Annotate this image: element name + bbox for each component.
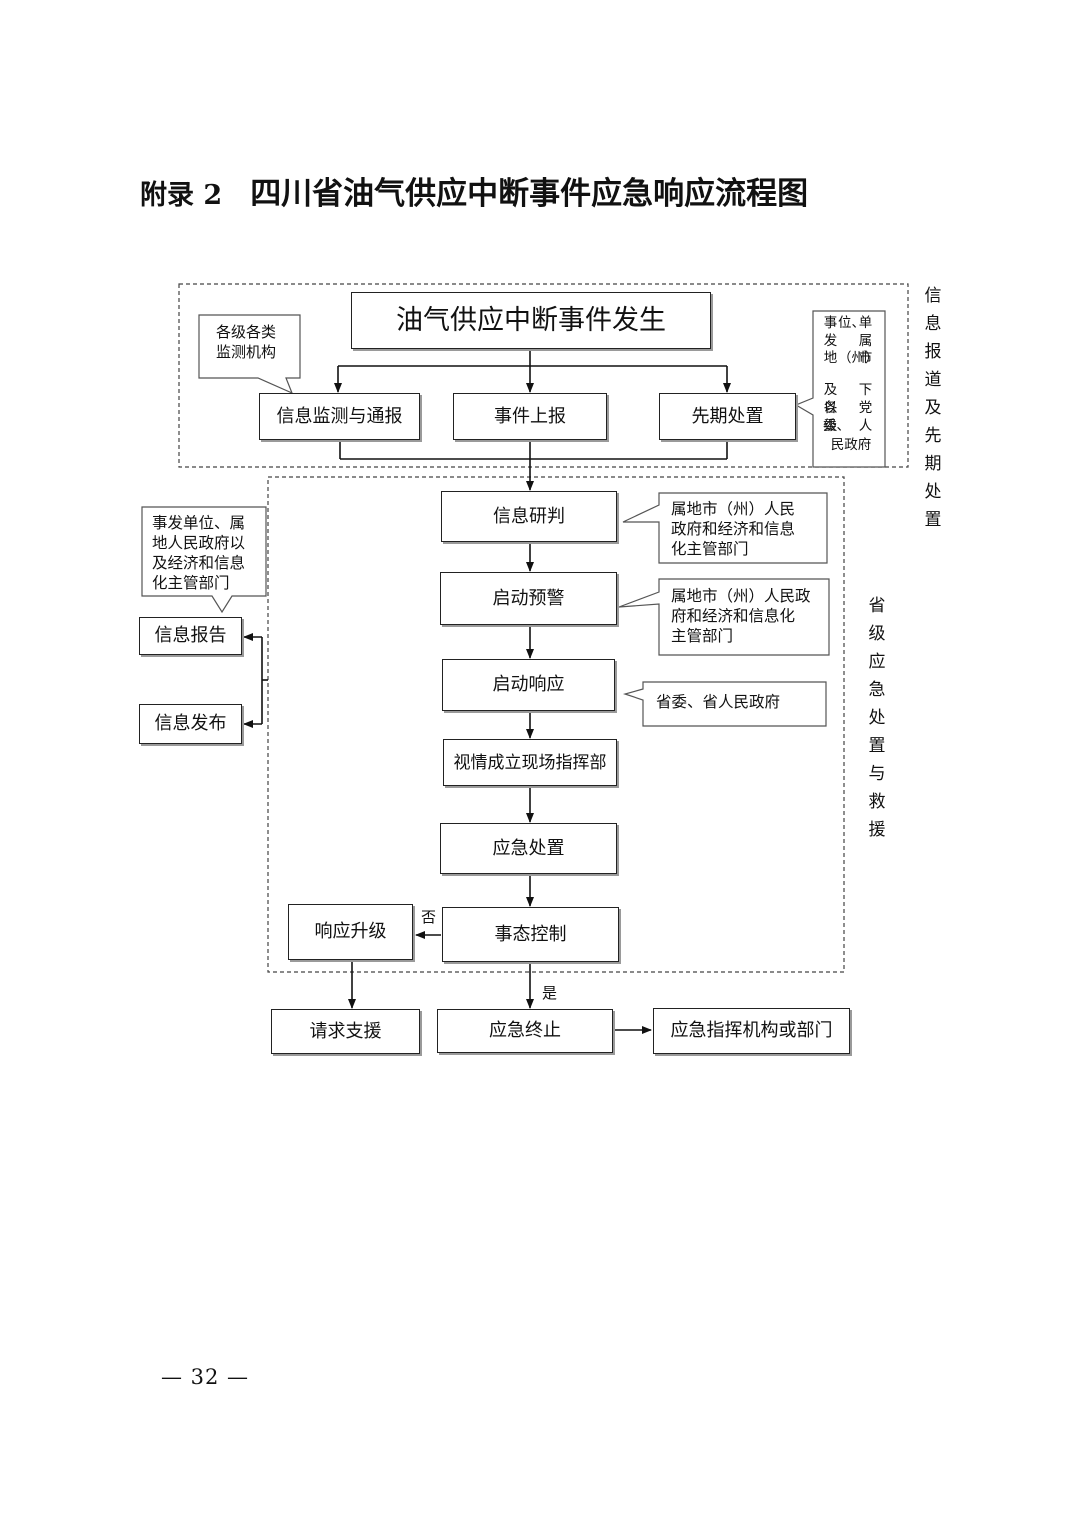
- right-note-callout: [794, 310, 886, 468]
- escalate-box: 响应升级: [288, 904, 413, 960]
- section1-frame: [178, 283, 909, 468]
- request-support-box: 请求支援: [271, 1009, 420, 1054]
- page-title: 附录 2 四川省油气供应中断事件应急响应流程图: [140, 168, 960, 218]
- step-initial-handling: 先期处置: [659, 393, 796, 440]
- judge-callout: [622, 492, 828, 564]
- step-start-warning: 启动预警: [440, 572, 617, 625]
- left-bracket-arrows: [243, 633, 268, 728]
- main-chain-arrows: [348, 542, 652, 1034]
- merge-connector: [339, 440, 728, 491]
- judge-note: 属地市（州）人民 政府和经济和信息 化主管部门: [671, 500, 796, 558]
- response-note: 省委、省人民政府: [656, 693, 781, 711]
- step-info-monitoring: 信息监测与通报: [259, 393, 420, 440]
- step-emergency-handling: 应急处置: [440, 823, 617, 874]
- terminate-box: 应急终止: [437, 1009, 613, 1053]
- section2-label: 省级应急处置与救援: [868, 596, 886, 840]
- response-callout: [622, 681, 827, 727]
- event-box: 油气供应中断事件发生: [351, 292, 711, 349]
- page-number: — 32 —: [160, 1365, 250, 1389]
- warning-note: 属地市（州）人民政 府和经济和信息化 主管部门: [671, 587, 811, 645]
- diagram-title: 四川省油气供应中断事件应急响应流程图: [250, 176, 809, 212]
- info-report-box: 信息报告: [139, 617, 242, 655]
- left-note-callout: [141, 506, 267, 614]
- step-start-response: 启动响应: [442, 659, 615, 711]
- warning-callout: [618, 578, 830, 656]
- yes-label: 是: [542, 984, 558, 1002]
- left-note: 事发单位、属 地人民政府以 及经济和信息 化主管部门: [152, 514, 246, 592]
- appendix-label: 附录 2: [140, 180, 223, 211]
- step-field-command: 视情成立现场指挥部: [443, 739, 617, 786]
- no-label: 否: [421, 908, 437, 926]
- section2-frame: [267, 476, 845, 973]
- section1-label: 信息报道及先期处置: [924, 286, 942, 530]
- step-situation-control: 事态控制: [442, 907, 619, 962]
- step-info-judgement: 信息研判: [441, 491, 617, 542]
- command-org-box: 应急指挥机构或部门: [653, 1008, 850, 1054]
- step-event-report: 事件上报: [453, 393, 607, 440]
- monitor-note: 各级各类 监测机构: [216, 323, 277, 361]
- monitor-callout: [198, 314, 301, 395]
- event-fanout-arrows: [334, 349, 731, 393]
- info-release-box: 信息发布: [139, 704, 242, 744]
